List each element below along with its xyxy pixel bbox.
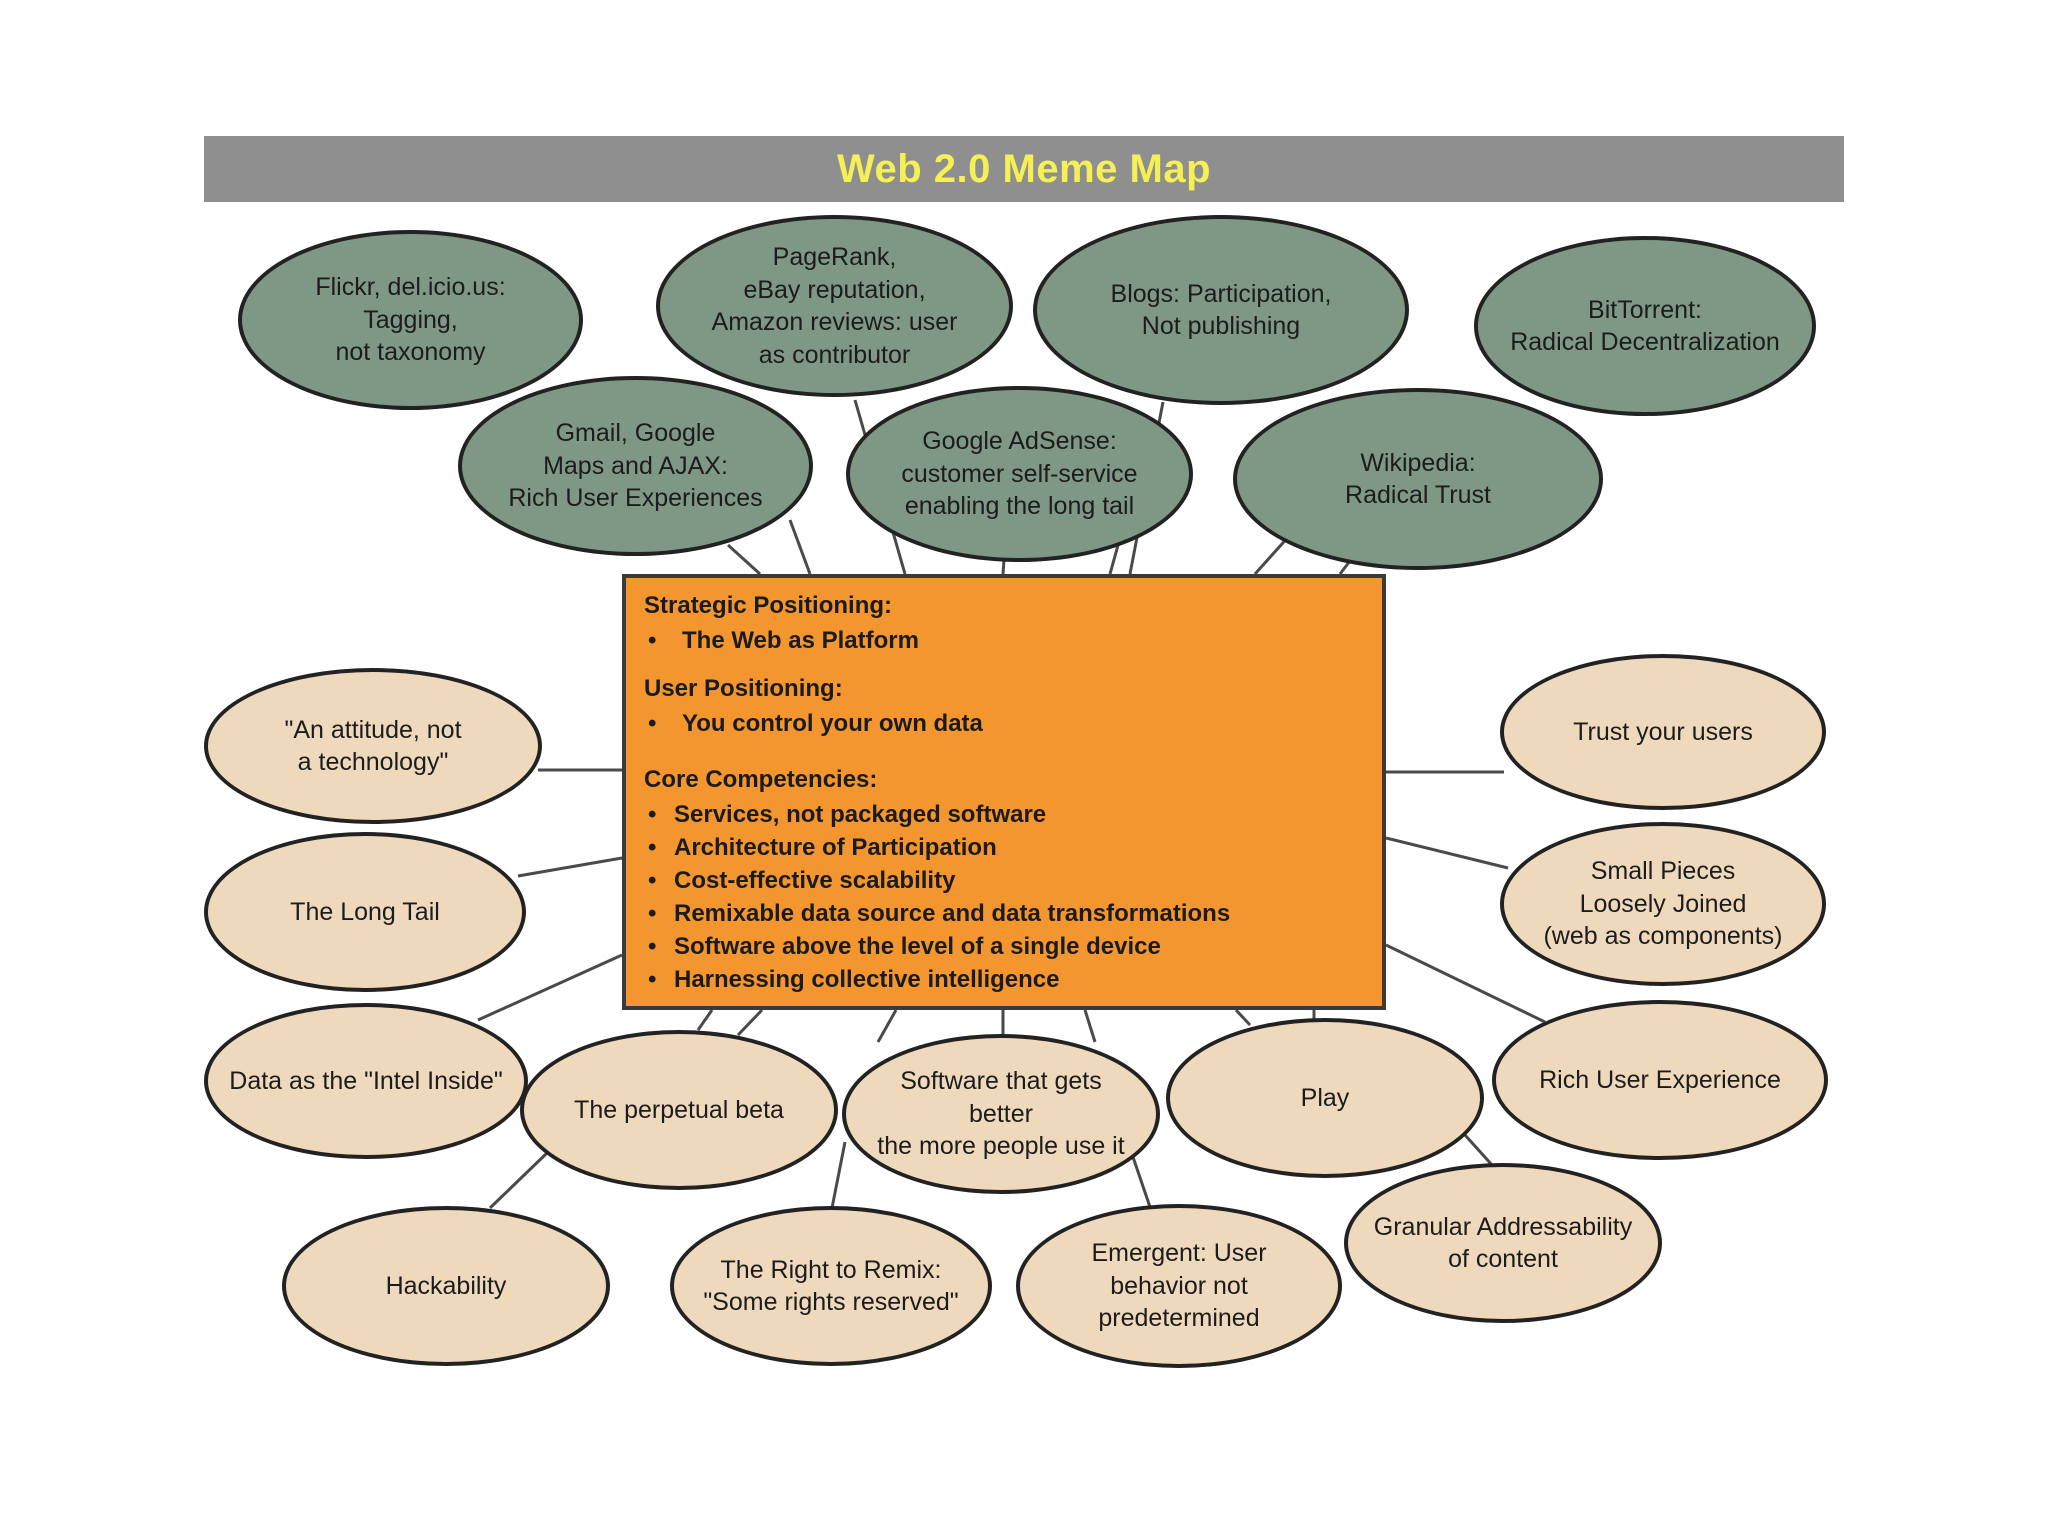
competencies-section: Core Competencies: Services, not package…: [644, 766, 1364, 996]
node-gmail-ajax: Gmail, Google Maps and AJAX: Rich User E…: [458, 376, 813, 556]
competency-item: Remixable data source and data transform…: [648, 897, 1364, 930]
connector-line: [830, 1141, 847, 1209]
competencies-title: Core Competencies:: [644, 766, 878, 793]
node-trust-users: Trust your users: [1500, 654, 1826, 810]
connector-line: [726, 543, 762, 576]
node-flickr-tagging: Flickr, del.icio.us: Tagging, not taxono…: [238, 230, 583, 410]
node-software-better: Software that gets better the more peopl…: [842, 1034, 1160, 1194]
title-bar: Web 2.0 Meme Map: [204, 136, 1844, 202]
user-list: You control your own data: [644, 707, 1364, 740]
node-rich-user-experience: Rich User Experience: [1492, 1000, 1828, 1160]
connector-line: [736, 1008, 764, 1037]
diagram-title: Web 2.0 Meme Map: [836, 146, 1212, 191]
node-emergent: Emergent: User behavior not predetermine…: [1016, 1204, 1342, 1368]
strategic-title: Strategic Positioning:: [644, 592, 893, 619]
node-play: Play: [1166, 1018, 1484, 1178]
connector-line: [477, 953, 623, 1022]
strategic-section: Strategic Positioning: The Web as Platfo…: [644, 592, 1364, 657]
node-data-intel-inside: Data as the "Intel Inside": [204, 1003, 528, 1159]
user-title: User Positioning:: [644, 675, 843, 702]
competency-item: Cost-effective scalability: [648, 864, 1364, 897]
node-perpetual-beta: The perpetual beta: [520, 1030, 838, 1190]
connector-line: [1385, 836, 1509, 870]
node-right-to-remix: The Right to Remix: "Some rights reserve…: [670, 1206, 992, 1366]
competency-item: Harnessing collective intelligence: [648, 963, 1364, 996]
node-adsense: Google AdSense: customer self-service en…: [846, 386, 1193, 562]
node-bittorrent: BitTorrent: Radical Decentralization: [1474, 236, 1816, 416]
connector-line: [1131, 1156, 1152, 1208]
node-small-pieces: Small Pieces Loosely Joined (web as comp…: [1500, 822, 1826, 986]
node-wikipedia: Wikipedia: Radical Trust: [1233, 388, 1603, 570]
connector-line: [788, 519, 812, 575]
node-pagerank: PageRank, eBay reputation, Amazon review…: [656, 215, 1013, 397]
competency-item: Services, not packaged software: [648, 798, 1364, 831]
connector-line: [1463, 1133, 1494, 1167]
connector-line: [1234, 1008, 1252, 1027]
node-granular-addressability: Granular Addressability of content: [1344, 1163, 1662, 1323]
connector-line: [1083, 1009, 1097, 1043]
connector-line: [1385, 943, 1546, 1024]
core-box: Strategic Positioning: The Web as Platfo…: [622, 574, 1386, 1010]
connector-line: [517, 856, 623, 878]
user-section: User Positioning: You control your own d…: [644, 675, 1364, 740]
node-long-tail: The Long Tail: [204, 832, 526, 992]
connector-line: [876, 1009, 898, 1043]
user-item: You control your own data: [648, 707, 1364, 740]
node-blogs: Blogs: Participation, Not publishing: [1033, 215, 1409, 405]
strategic-list: The Web as Platform: [644, 624, 1364, 657]
competencies-list: Services, not packaged software Architec…: [644, 798, 1364, 996]
connector-line: [696, 1009, 714, 1031]
node-hackability: Hackability: [282, 1206, 610, 1366]
node-attitude: "An attitude, not a technology": [204, 668, 542, 824]
strategic-item: The Web as Platform: [648, 624, 1364, 657]
competency-item: Architecture of Participation: [648, 831, 1364, 864]
connector-line: [488, 1151, 549, 1210]
competency-item: Software above the level of a single dev…: [648, 930, 1364, 963]
